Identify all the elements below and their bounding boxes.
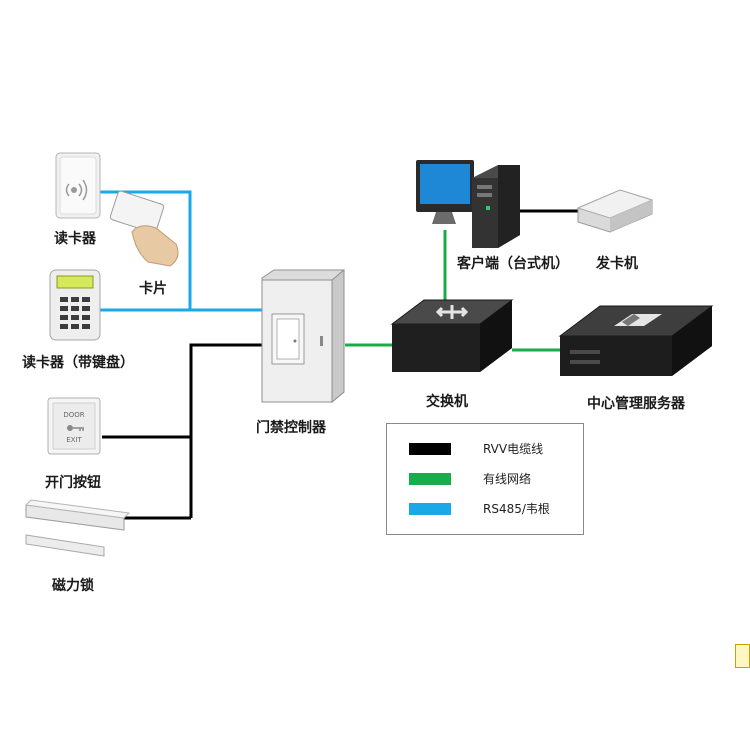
legend-label-rvv: RVV电缆线 [483, 442, 544, 456]
network-switch-icon [390, 299, 514, 372]
clipboard-icon[interactable] [735, 644, 750, 668]
switch-label: 交换机 [426, 394, 468, 410]
card-issuer-label: 发卡机 [596, 256, 638, 272]
network-lines [345, 230, 560, 352]
controller-label: 门禁控制器 [256, 420, 326, 436]
line-controller-trunk [189, 343, 262, 518]
server-icon [558, 305, 714, 376]
door-top-text: DOOR [63, 411, 84, 419]
door-bottom-text: EXIT [66, 436, 82, 444]
keypad-reader-label: 读卡器（带键盘） [22, 355, 134, 371]
legend-label-rs485: RS485/韦根 [483, 502, 550, 516]
legend-item-rs485: RS485/韦根 [387, 500, 583, 518]
exit-button-icon: DOOR EXIT [47, 397, 101, 455]
line-reader1-bus [100, 190, 192, 310]
card-reader-label: 读卡器 [54, 231, 96, 247]
legend-swatch-rvv [409, 443, 451, 455]
magnetic-lock-icon [24, 499, 131, 557]
server-label: 中心管理服务器 [587, 396, 685, 412]
access-controller-icon [261, 268, 345, 404]
legend-swatch-network [409, 473, 451, 485]
exit-button-label: 开门按钮 [45, 475, 101, 491]
legend-item-network: 有线网络 [387, 470, 583, 488]
magnetic-lock-label: 磁力锁 [52, 578, 94, 594]
legend-swatch-rs485 [409, 503, 451, 515]
legend: RVV电缆线 有线网络 RS485/韦根 [386, 423, 584, 535]
keypad-reader-icon [49, 269, 101, 341]
card-reader-icon [55, 152, 101, 219]
card-issuer-icon [576, 189, 654, 233]
legend-label-network: 有线网络 [483, 472, 532, 486]
desktop-pc-icon [416, 160, 520, 248]
rvv-lines [102, 209, 578, 520]
client-label: 客户端（台式机） [457, 256, 569, 272]
rs485-lines [100, 190, 262, 312]
card-in-hand-icon [109, 190, 179, 267]
legend-item-rvv: RVV电缆线 [387, 440, 583, 458]
card-label: 卡片 [139, 281, 167, 297]
